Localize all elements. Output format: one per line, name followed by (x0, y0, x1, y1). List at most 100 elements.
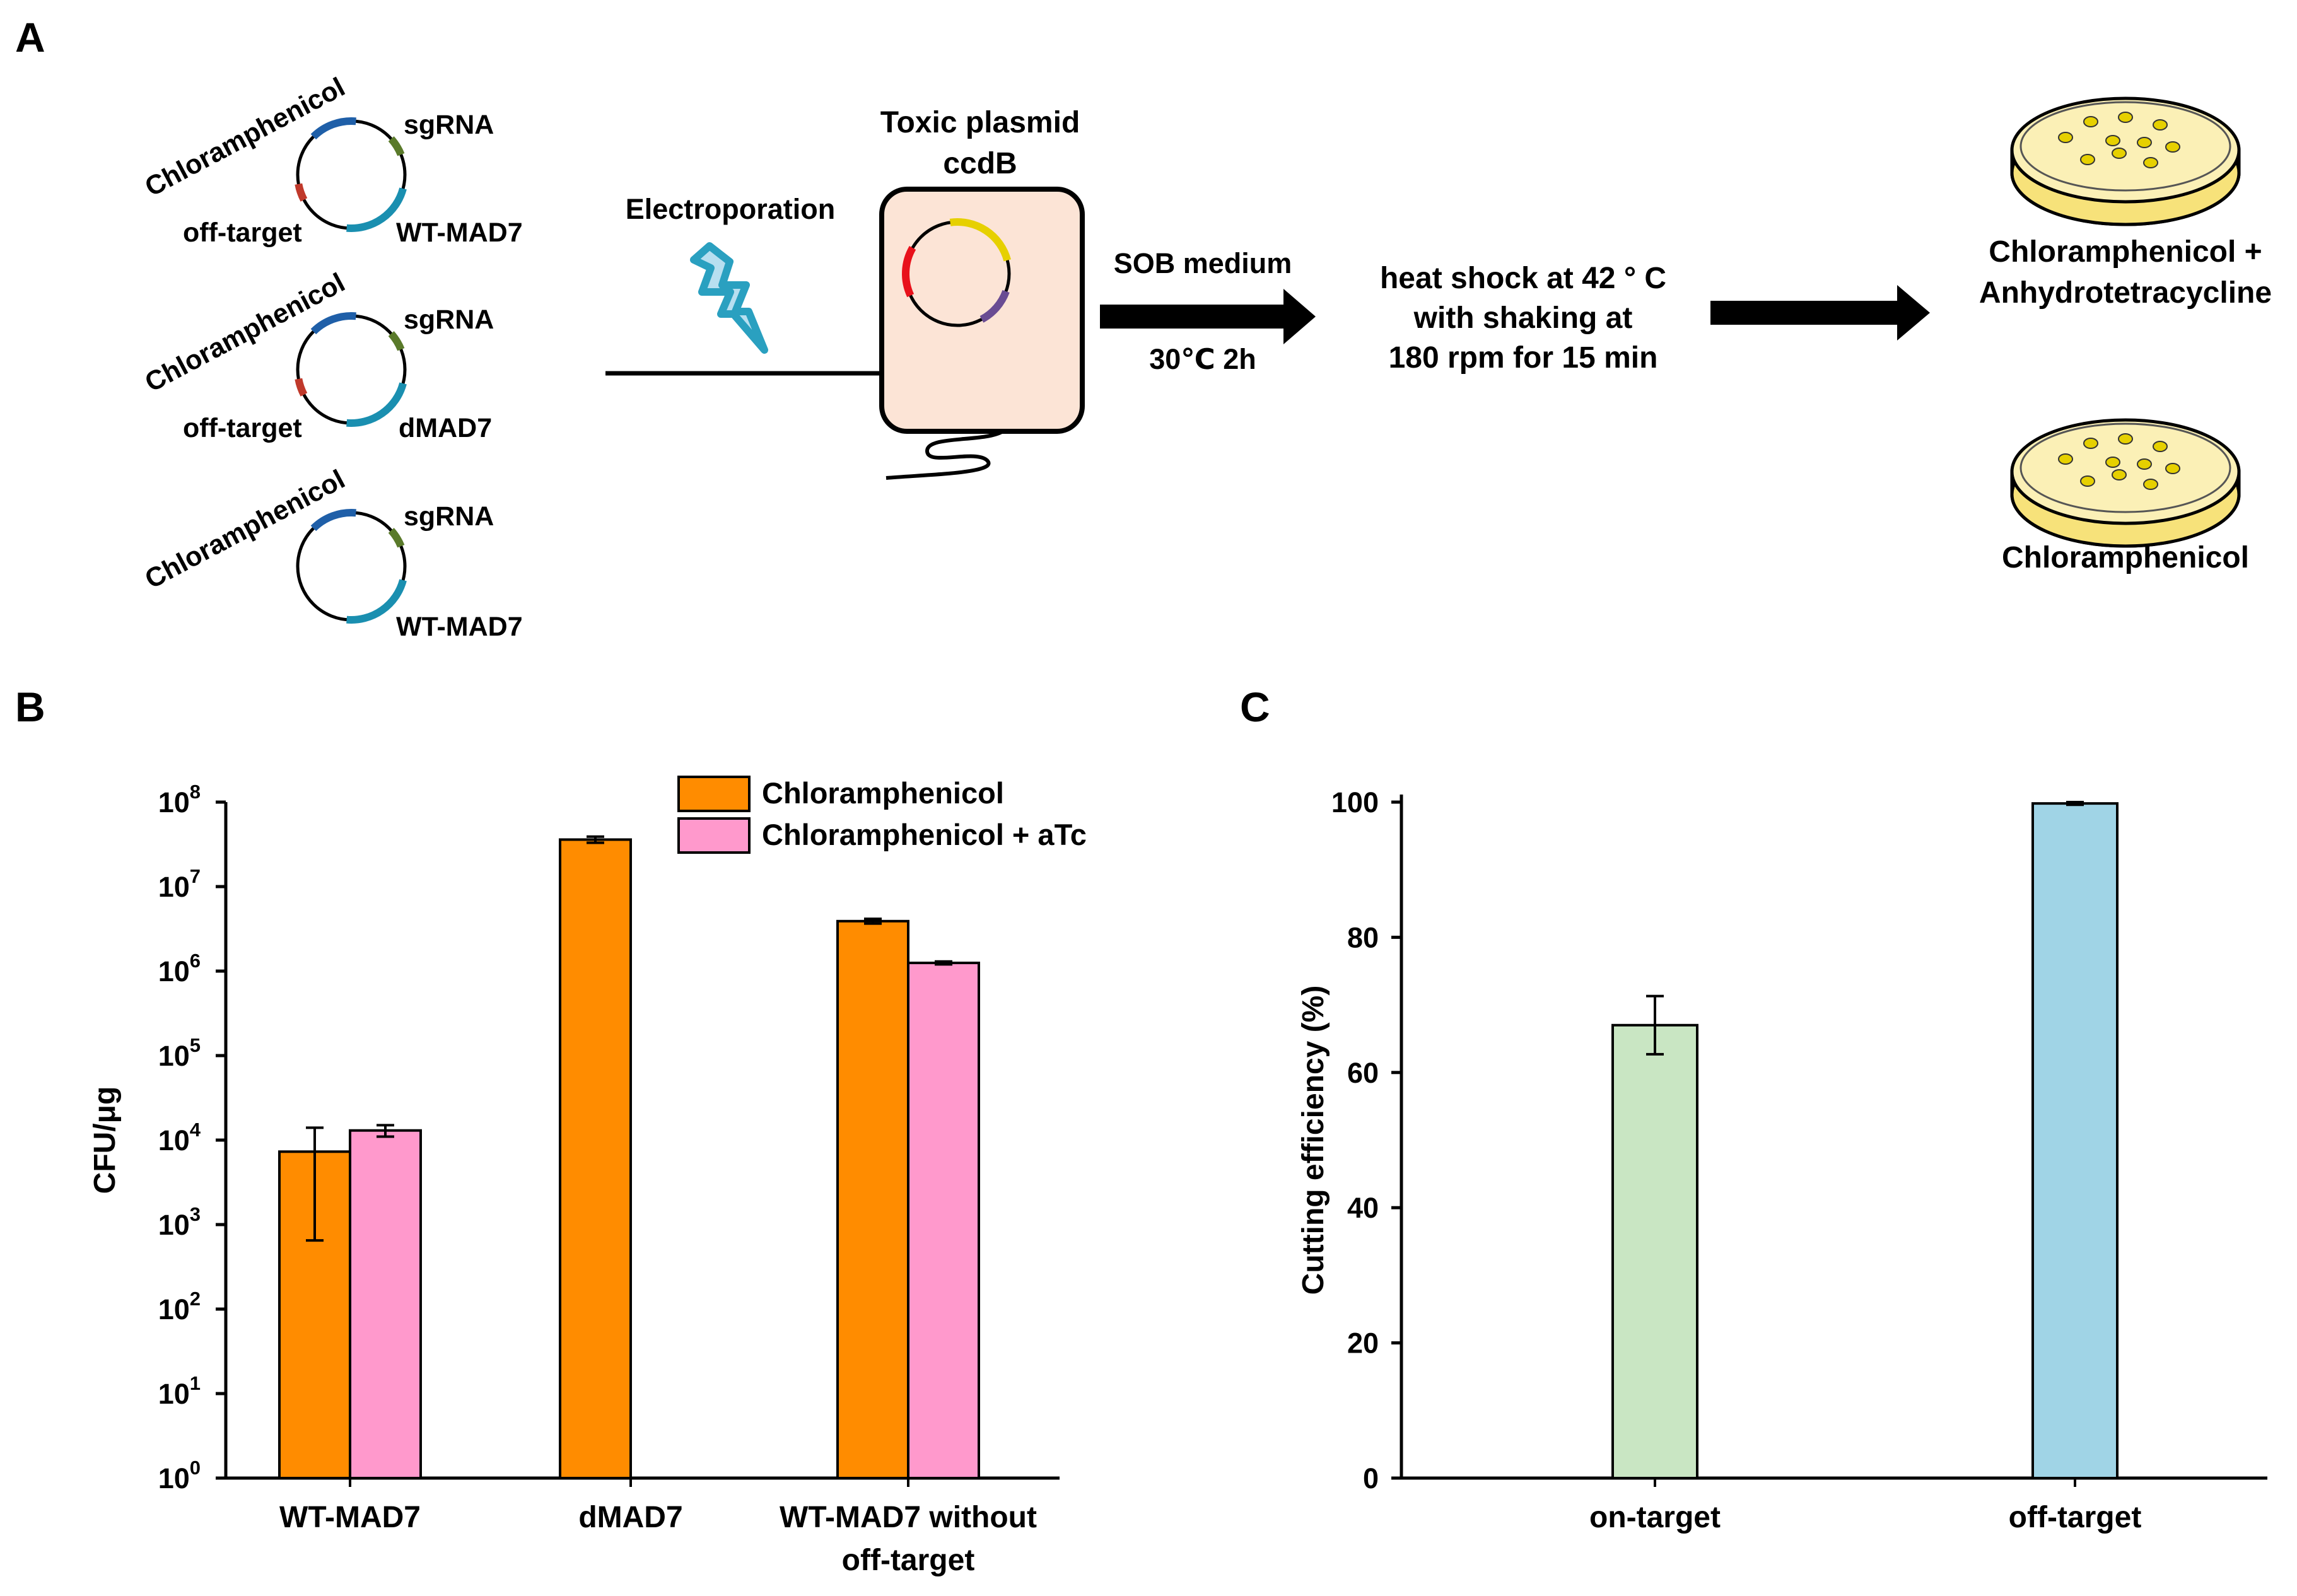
nuclease-label: dMAD7 (399, 413, 492, 443)
cfu-x-tick-label: WT-MAD7 (279, 1501, 421, 1534)
resistance-label: Chloramphenicol (140, 464, 350, 595)
resistance-segment (310, 508, 356, 532)
cutting-y-tick-label: 60 (1347, 1057, 1379, 1089)
sgrna-label: sgRNA (404, 305, 494, 335)
colony (2137, 137, 2152, 148)
panel-c-label: C (1240, 684, 1270, 730)
colony (2080, 475, 2095, 487)
lightning-icon (690, 242, 768, 354)
medium-label: SOB medium (1114, 247, 1292, 279)
cfu-chart-bars (278, 835, 980, 1479)
incubation-label: 30℃ 2h (1149, 343, 1256, 375)
panel-b-label: B (15, 684, 45, 730)
heat-shock-line3: 180 rpm for 15 min (1389, 341, 1658, 375)
colony (2118, 112, 2133, 123)
cutting-x-tick-label: off-target (2009, 1501, 2142, 1534)
nuclease-label: WT-MAD7 (396, 612, 523, 642)
colony (2143, 479, 2158, 490)
colony (2058, 453, 2073, 465)
resistance-segment (310, 312, 356, 335)
plasmid: Chloramphenicol sgRNA off-target dMAD7 (140, 267, 494, 443)
cutting-y-tick-label: 0 (1363, 1462, 1379, 1494)
cfu-x-tick-label: off-target (842, 1544, 975, 1577)
colony (2112, 148, 2127, 159)
ring-purple-segment (979, 289, 1010, 323)
colony (2153, 441, 2168, 452)
heat-shock-line1: heat shock at 42 ° C (1380, 262, 1666, 295)
heat-shock-line2: with shaking at (1413, 301, 1633, 335)
cfu-y-tick-label: 100 (158, 1457, 201, 1494)
cfu-y-tick-label: 102 (158, 1288, 201, 1325)
medium-arrow (1100, 289, 1316, 344)
cfu-y-axis-label: CFU/μg (88, 1086, 122, 1194)
cutting-bar (1611, 1023, 1698, 1479)
sgrna-label: sgRNA (404, 501, 494, 532)
off-target-segment (295, 183, 308, 202)
cfu-y-tick-label: 107 (158, 865, 201, 903)
plate-bottom-label: Chloramphenicol (2002, 541, 2249, 574)
sgrna-segment (388, 528, 405, 548)
cutting-bar (2031, 802, 2119, 1479)
plate-top-label-line1: Chloramphenicol + (1989, 235, 2262, 269)
cutting-y-tick-label: 100 (1331, 786, 1379, 818)
colony (2105, 135, 2120, 146)
colony (2058, 132, 2073, 143)
off-target-label: off-target (183, 218, 302, 248)
nuclease-label: WT-MAD7 (396, 218, 523, 248)
cfu-y-tick-label: 105 (158, 1034, 201, 1072)
colony (2118, 433, 2133, 445)
sgrna-segment (388, 136, 405, 156)
nuclease-segment (346, 187, 407, 233)
resistance-segment (310, 117, 356, 140)
dish-lid (2019, 422, 2231, 513)
cfu-legend-swatch (677, 817, 751, 854)
toxic-plasmid-label-line2: ccdB (943, 147, 1017, 180)
colony (2112, 469, 2127, 481)
colony (2083, 438, 2098, 449)
cutting-chart-bars (1611, 801, 2119, 1479)
ring-red-segment (902, 246, 916, 298)
panel-a-label: A (15, 14, 45, 61)
cfu-x-tick-label: WT-MAD7 without (780, 1501, 1037, 1534)
dish-lid (2019, 101, 2231, 192)
colony (2165, 141, 2180, 153)
toxic-plasmid-ring (902, 218, 1011, 327)
sgrna-segment (388, 331, 405, 351)
petri-dish-top (2010, 96, 2241, 226)
cfu-y-tick-label: 108 (158, 781, 201, 818)
colony (2165, 463, 2180, 474)
cfu-y-tick-label: 106 (158, 950, 201, 987)
cutting-y-tick-label: 80 (1347, 921, 1379, 953)
electroporation-label: Electroporation (626, 193, 836, 225)
cfu-y-tick-label: 101 (158, 1372, 201, 1410)
colony (2137, 458, 2152, 470)
cutting-y-tick-label: 40 (1347, 1192, 1379, 1224)
cutting-y-axis-label: Cutting efficiency (%) (1297, 986, 1330, 1295)
plasmid: Chloramphenicol sgRNA WT-MAD7 (140, 464, 523, 642)
toxic-plasmid-label-line1: Toxic plasmid (880, 106, 1080, 139)
petri-dish-bottom (2010, 418, 2241, 548)
cfu-legend-swatch (677, 776, 751, 812)
off-target-segment (295, 378, 308, 397)
cfu-bar (907, 962, 980, 1479)
off-target-label: off-target (183, 413, 302, 443)
cfu-legend-label: Chloramphenicol (762, 776, 1004, 810)
cfu-x-tick-label: dMAD7 (578, 1501, 682, 1534)
colony (2105, 457, 2120, 468)
cfu-bar (349, 1129, 422, 1479)
nuclease-segment (346, 382, 407, 428)
ccdb-segment (949, 218, 1011, 262)
colony (2080, 154, 2095, 165)
colony (2153, 119, 2168, 131)
resistance-label: Chloramphenicol (140, 267, 350, 398)
plating-arrow (1710, 285, 1930, 341)
cfu-bar (559, 838, 632, 1479)
cfu-bar-chart: 100101102103104105106107108CFU/μgWT-MAD7… (88, 776, 1087, 1577)
colony (2143, 157, 2158, 168)
